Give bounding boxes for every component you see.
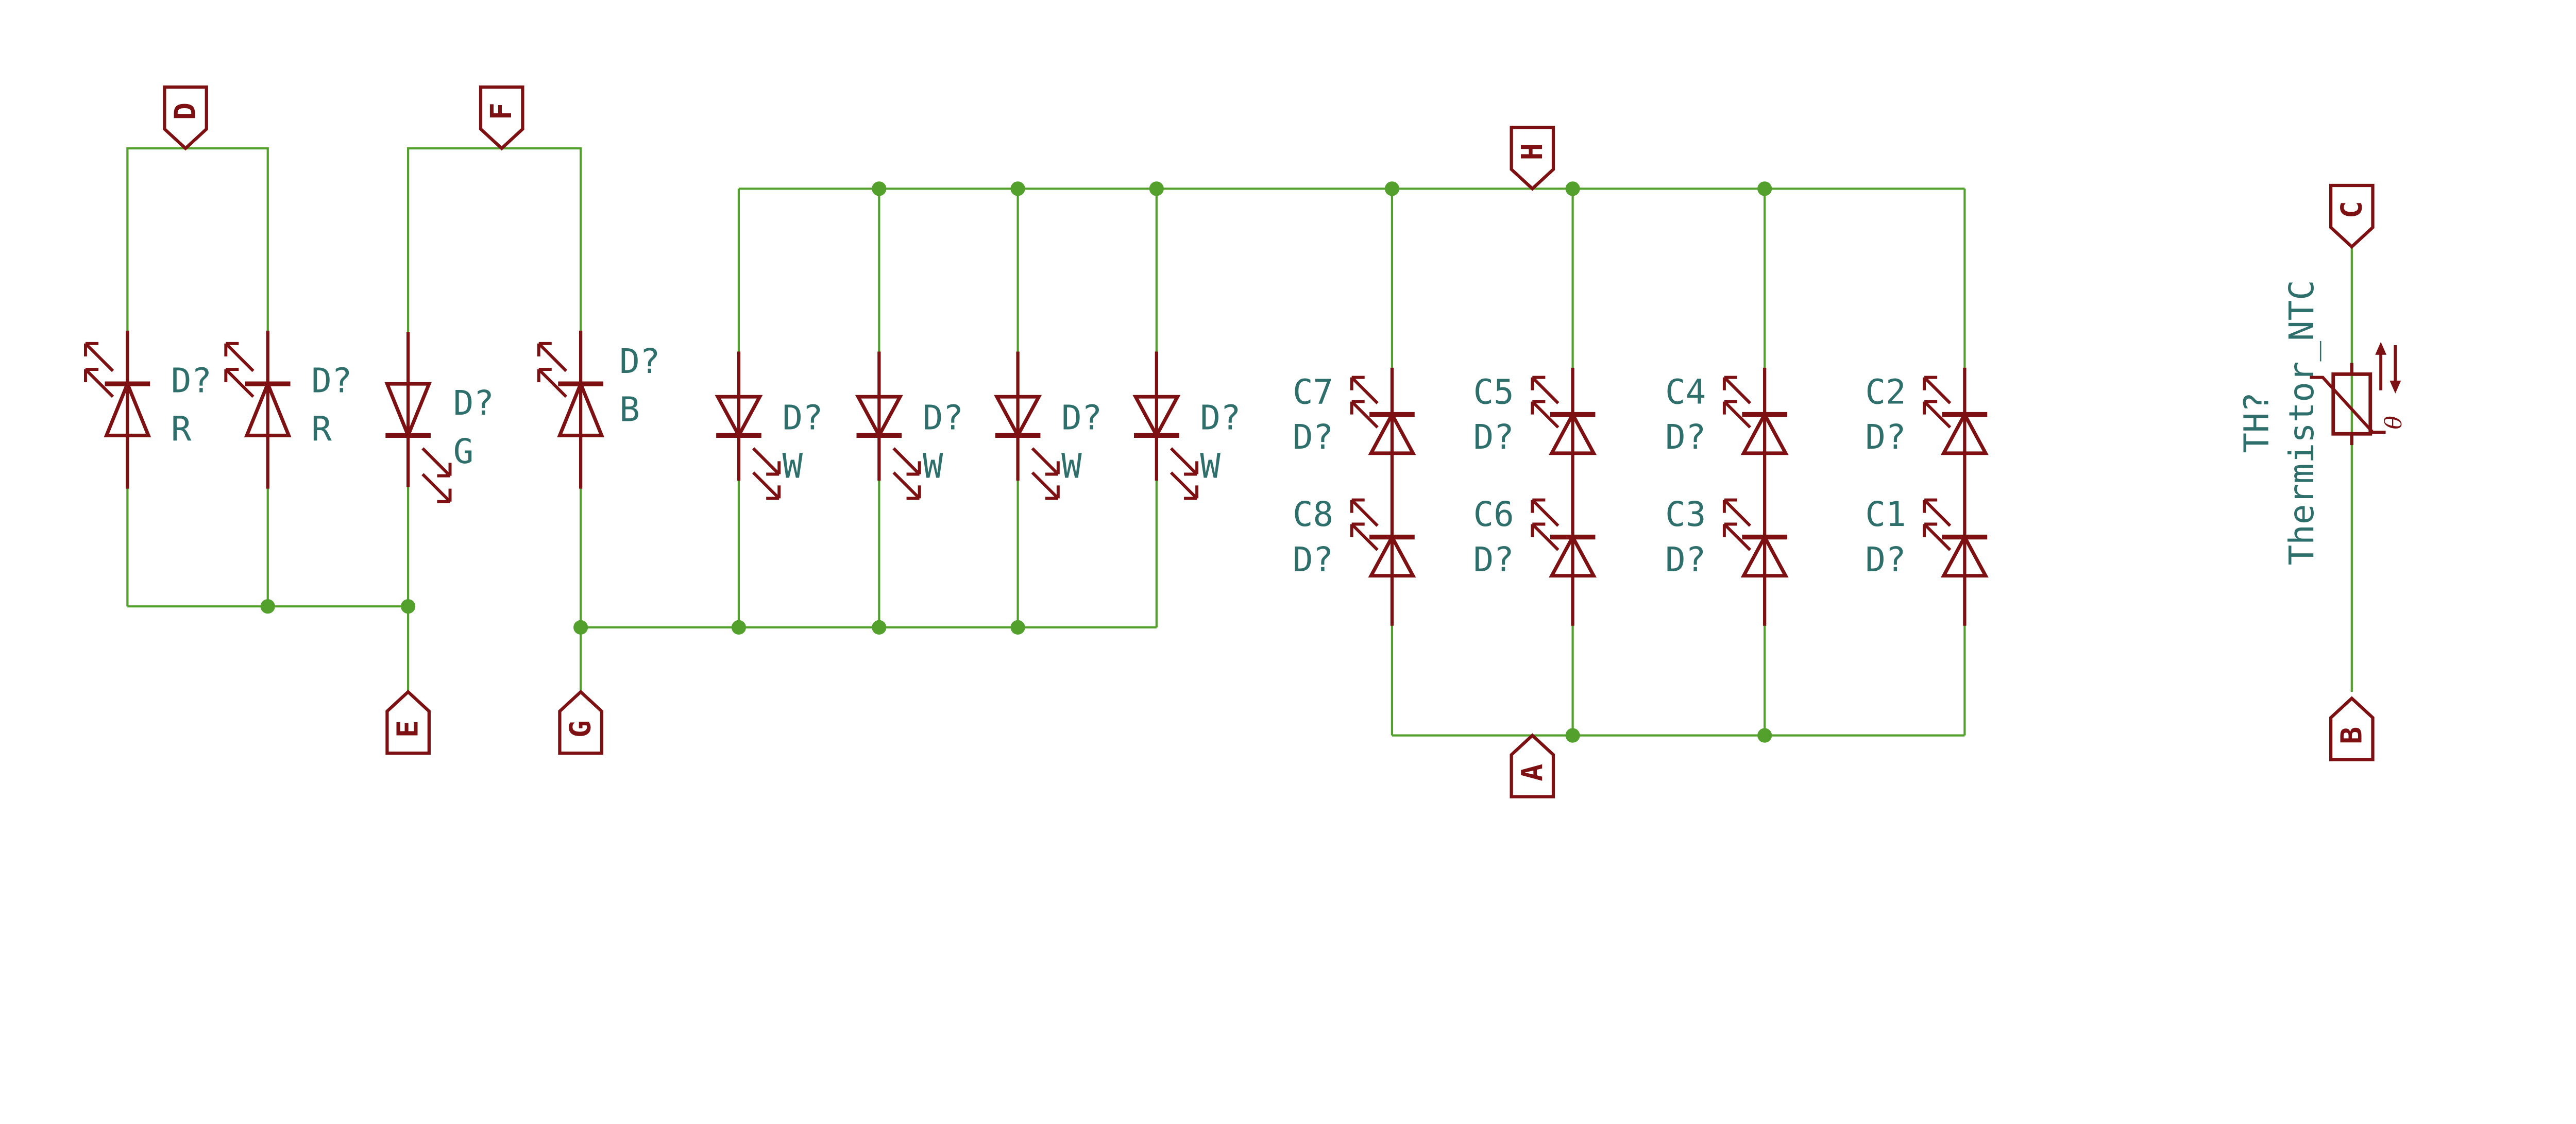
junction-dot — [260, 599, 275, 614]
c2-ref[interactable]: D? — [1865, 417, 1906, 457]
c7-value[interactable]: C7 — [1293, 372, 1333, 412]
led-white-2-value[interactable]: W — [923, 446, 943, 486]
c4-value[interactable]: C4 — [1665, 372, 1706, 412]
junction-dot — [872, 181, 887, 196]
thermistor-body — [2331, 372, 2372, 436]
flag-a[interactable]: A — [1510, 733, 1555, 798]
c4-ref[interactable]: D? — [1665, 417, 1706, 457]
junction-dot — [1010, 181, 1025, 196]
c8-value[interactable]: C8 — [1293, 495, 1333, 534]
led-white-3[interactable]: D? W — [995, 351, 1103, 499]
flag-g[interactable]: G — [558, 689, 603, 755]
c7-ref[interactable]: D? — [1293, 417, 1333, 457]
flag-c-label: C — [2335, 201, 2368, 218]
net-d-wires — [126, 147, 582, 692]
led-white-4-value[interactable]: W — [1200, 446, 1221, 486]
c3-value[interactable]: C3 — [1665, 495, 1706, 534]
flag-d-label: D — [169, 103, 202, 120]
junction-dot — [731, 620, 747, 635]
c6-value[interactable]: C6 — [1473, 495, 1514, 534]
led-white-1[interactable]: D? W — [716, 351, 823, 499]
thermistor-value[interactable]: Thermistor_NTC — [2282, 280, 2321, 565]
flag-f-label: F — [485, 103, 518, 120]
c5-value[interactable]: C5 — [1473, 372, 1514, 412]
c8-ref[interactable]: D? — [1293, 540, 1333, 580]
flag-d[interactable]: D — [163, 85, 208, 151]
led-blue[interactable]: D? B — [539, 330, 660, 489]
flag-g-label: G — [564, 720, 598, 738]
led-red-2-ref[interactable]: D? — [311, 361, 352, 400]
junction-dot — [872, 620, 887, 635]
led-white-4-ref[interactable]: D? — [1200, 398, 1241, 437]
flag-e[interactable]: E — [385, 689, 431, 755]
thermistor-arrows-icon — [2375, 342, 2401, 394]
led-white-2-ref[interactable]: D? — [923, 398, 963, 437]
c5-ref[interactable]: D? — [1473, 417, 1514, 457]
c6-ref[interactable]: D? — [1473, 540, 1514, 580]
c1-ref[interactable]: D? — [1865, 540, 1906, 580]
led-white-1-value[interactable]: W — [782, 446, 803, 486]
flag-b-label: B — [2335, 727, 2368, 744]
c-column-1[interactable]: C7 D? C8 D? — [1293, 367, 1415, 626]
junction-dot — [401, 599, 416, 614]
led-red-1-value[interactable]: R — [171, 409, 192, 449]
junction-dot — [1757, 181, 1772, 196]
junction-dot — [573, 620, 588, 635]
thermistor-ref[interactable]: TH? — [2237, 392, 2277, 453]
led-red-2-value[interactable]: R — [311, 409, 332, 449]
flag-b[interactable]: B — [2329, 696, 2375, 761]
junction-dot — [1149, 181, 1164, 196]
c3-ref[interactable]: D? — [1665, 540, 1706, 580]
junction-dot — [1010, 620, 1025, 635]
led-red-2[interactable]: D? R — [226, 330, 352, 489]
flag-f[interactable]: F — [479, 85, 524, 151]
led-green-value[interactable]: G — [453, 432, 474, 471]
junction-dots — [260, 181, 1772, 743]
c2-value[interactable]: C2 — [1865, 372, 1906, 412]
flag-h[interactable]: H — [1510, 126, 1555, 191]
junction-dot — [1384, 181, 1400, 196]
junction-dot — [1565, 728, 1580, 743]
led-white-3-value[interactable]: W — [1061, 446, 1082, 486]
led-red-1[interactable]: D? R — [86, 330, 212, 489]
flag-a-label: A — [1516, 764, 1549, 781]
led-green[interactable]: D? G — [385, 332, 494, 502]
thermistor-theta: θ — [2381, 416, 2407, 429]
led-white-1-ref[interactable]: D? — [782, 398, 823, 437]
led-blue-ref[interactable]: D? — [619, 342, 660, 381]
led-white-3-ref[interactable]: D? — [1061, 398, 1102, 437]
led-green-ref[interactable]: D? — [453, 383, 494, 423]
c-column-4[interactable]: C2 D? C1 D? — [1865, 367, 1987, 626]
led-white-4[interactable]: D? W — [1134, 351, 1241, 499]
junction-dot — [1757, 728, 1772, 743]
wire-green-led-column[interactable] — [407, 147, 502, 692]
wire-net-f[interactable] — [501, 147, 582, 692]
c-column-2[interactable]: C5 D? C6 D? — [1473, 367, 1596, 626]
c-column-3[interactable]: C4 D? C3 D? — [1665, 367, 1787, 626]
flag-e-label: E — [392, 720, 425, 738]
thermistor[interactable]: θ TH? Thermistor_NTC — [2237, 280, 2407, 565]
thermistor-diagonal — [2310, 376, 2386, 434]
schematic-canvas: D? R D? R D? G D? B D? W D? W D? W — [83, 85, 2407, 798]
led-blue-value[interactable]: B — [619, 390, 640, 430]
c1-value[interactable]: C1 — [1865, 495, 1906, 534]
flag-h-label: H — [1516, 143, 1549, 160]
flag-c[interactable]: C — [2329, 183, 2375, 249]
led-white-2[interactable]: D? W — [856, 351, 963, 499]
led-red-1-ref[interactable]: D? — [171, 361, 212, 400]
junction-dot — [1565, 181, 1580, 196]
